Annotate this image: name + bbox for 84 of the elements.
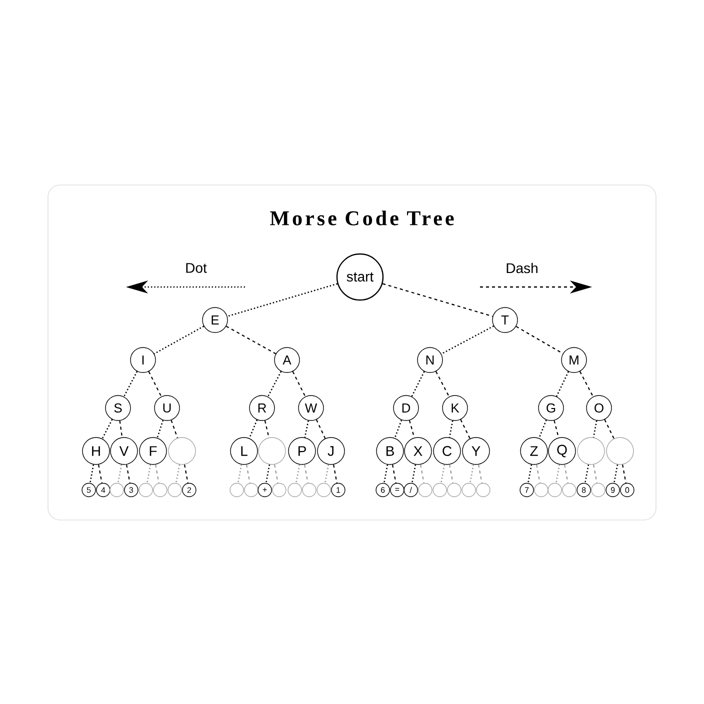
empty-circle: [418, 482, 432, 498]
tree-branch: [175, 464, 180, 484]
tree-branch: [469, 464, 474, 484]
empty-circle: [230, 482, 244, 498]
tree-branch: [564, 464, 568, 484]
tree-branch: [622, 464, 626, 484]
tree-branch: [613, 464, 618, 484]
tree-branch: [267, 371, 282, 397]
empty-circle: [272, 482, 286, 498]
tree-branch: [527, 464, 532, 484]
tree-branch: [154, 464, 160, 484]
tree-branch: [448, 420, 454, 438]
tree-branch: [435, 371, 450, 397]
tree-branch: [292, 371, 306, 397]
tree-branch: [102, 419, 113, 439]
empty-circle: [462, 482, 476, 498]
empty-circle: [432, 482, 447, 498]
empty-circle: [476, 482, 490, 498]
tree-branch: [295, 464, 300, 484]
empty-circle: [534, 482, 548, 498]
title: Morse Code Tree: [270, 210, 454, 226]
tree-branch: [478, 464, 482, 484]
tree-branch: [237, 464, 242, 484]
tree-branch: [119, 420, 123, 438]
tree-branch: [441, 325, 494, 355]
empty-circle: [548, 482, 562, 498]
tree-branch: [304, 464, 308, 484]
tree-branch: [448, 464, 454, 484]
tree-branch: [579, 371, 594, 397]
tree-branch: [420, 464, 424, 484]
empty-circle: [110, 482, 124, 498]
tree-branch: [156, 420, 164, 438]
tree-branch: [536, 464, 540, 484]
tree-branch: [170, 420, 178, 438]
tree-branch: [408, 420, 415, 438]
tree-branch: [394, 420, 402, 438]
tree-branch: [126, 464, 130, 484]
tree-branch: [184, 464, 188, 484]
tree-branch: [304, 420, 309, 438]
tree-branch: [411, 371, 425, 397]
empty-circle: [168, 482, 182, 498]
tree-branch: [592, 420, 598, 438]
tree-branch: [460, 419, 470, 439]
empty-circle: [447, 482, 462, 498]
empty-circle: [138, 482, 153, 498]
tree-branch: [117, 464, 122, 484]
tree-branch: [554, 420, 560, 438]
tree-branch: [89, 464, 94, 484]
tree-branch: [98, 464, 102, 484]
tree-branch: [264, 420, 270, 438]
empty-circle: [244, 482, 258, 498]
tree-branch: [123, 371, 138, 397]
tree-branch: [604, 419, 614, 439]
tree-branch: [382, 283, 493, 317]
direction-label: Dash: [506, 262, 538, 274]
tree-branch: [538, 420, 547, 438]
tree-branch: [516, 326, 564, 354]
tree-branch: [392, 464, 396, 484]
tree-branch: [332, 464, 338, 484]
tree-branch: [324, 464, 330, 484]
empty-circle: [562, 482, 576, 498]
tree-branch: [411, 464, 416, 484]
empty-circle: [591, 482, 606, 498]
tree-branch: [584, 464, 590, 484]
tree-branch: [248, 420, 258, 438]
tree-branch: [383, 464, 388, 484]
tree-branch: [555, 464, 560, 484]
empty-circle: [316, 482, 331, 498]
empty-circle: [302, 482, 316, 498]
empty-circle: [153, 482, 168, 498]
tree-branch: [316, 419, 326, 439]
tree-branch: [148, 371, 162, 397]
direction-label: Dot: [186, 263, 207, 273]
empty-circle: [288, 482, 302, 498]
tree-branch: [265, 464, 270, 484]
tree-branch: [226, 326, 276, 354]
tree-branch: [154, 326, 204, 354]
tree-branch: [556, 371, 570, 397]
tree-branch: [146, 464, 152, 484]
tree-branch: [274, 464, 278, 484]
tree-branch: [227, 283, 338, 317]
tree-branch: [592, 464, 598, 484]
tree-branch: [440, 464, 446, 484]
tree-branch: [246, 464, 250, 484]
